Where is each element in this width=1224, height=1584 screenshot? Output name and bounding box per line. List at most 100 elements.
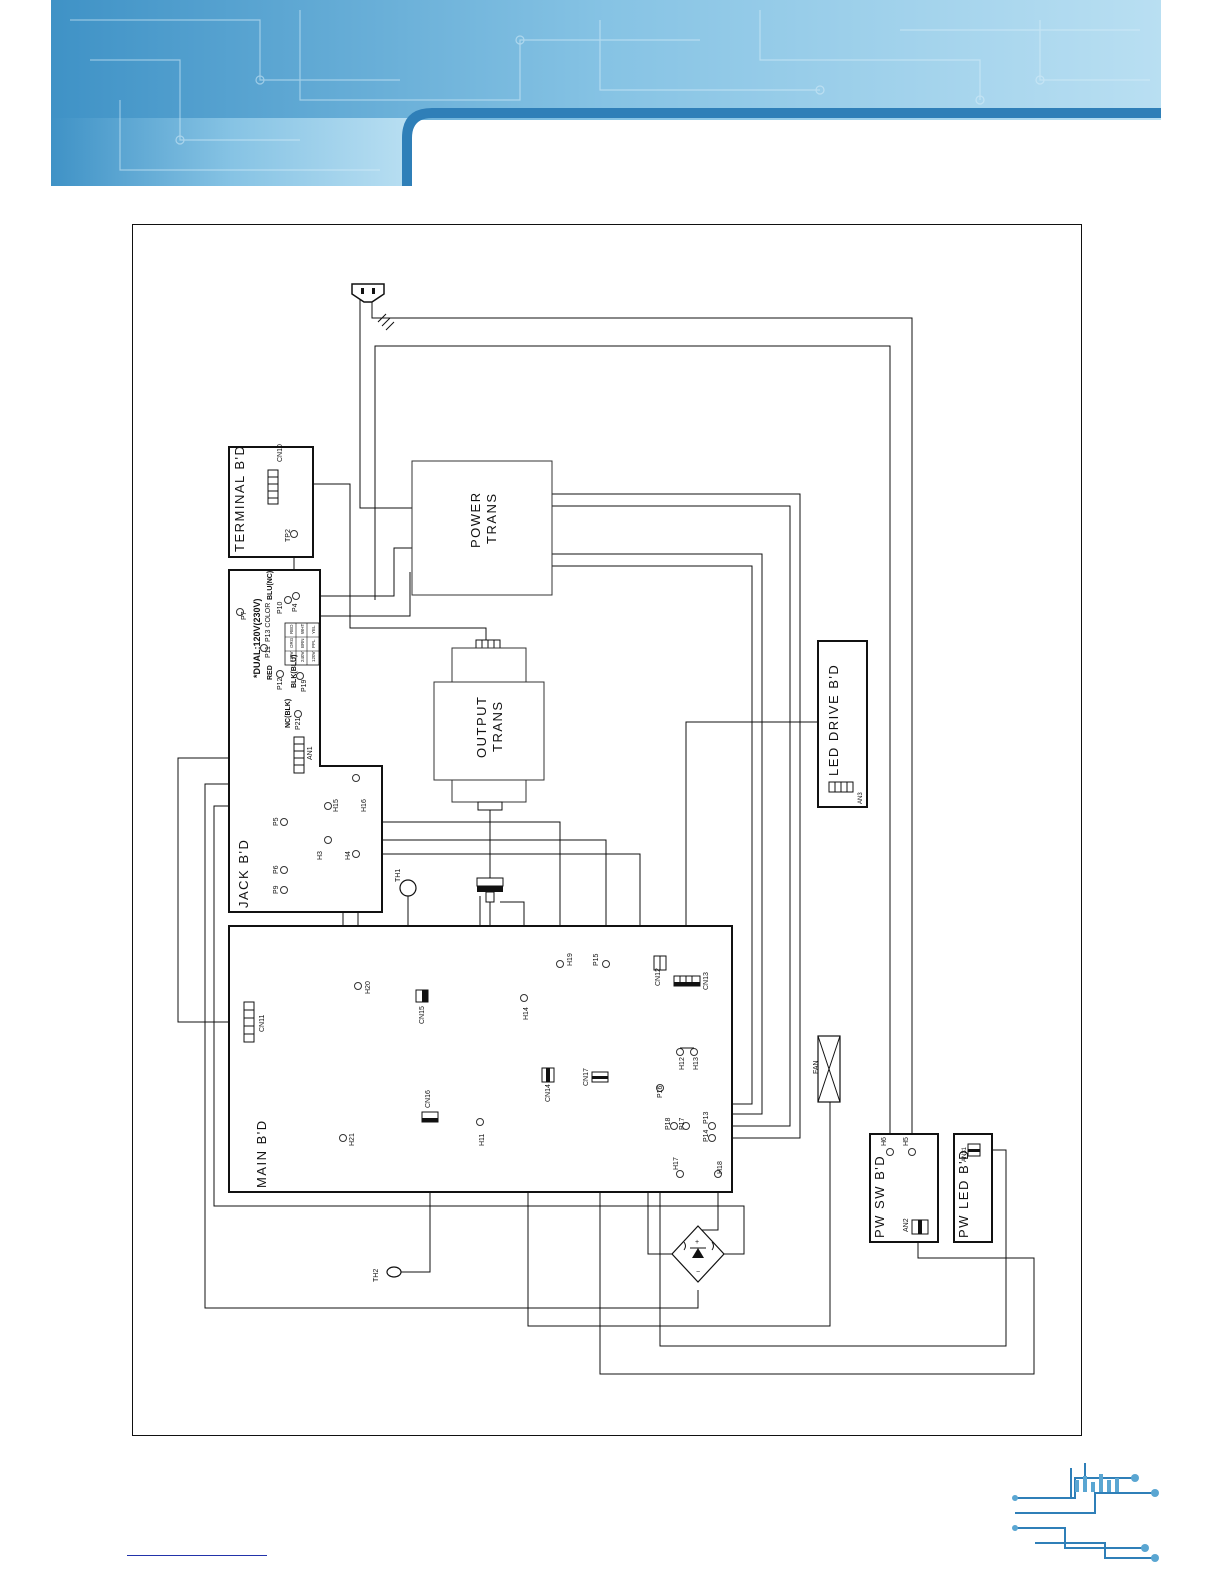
pin-h12 (676, 1048, 684, 1056)
pin-h16 (352, 774, 360, 782)
pin-h20 (354, 982, 362, 990)
h15-label: H15 (333, 799, 340, 812)
h12-label: H12 (679, 1057, 686, 1070)
p5-label: P5 (273, 817, 280, 826)
pin-p4 (292, 592, 300, 600)
fan-label: FAN (813, 1060, 820, 1074)
pin-h19 (556, 960, 564, 968)
th1-label: TH1 (395, 869, 402, 882)
pin-h13 (690, 1048, 698, 1056)
thermistor-th2 (386, 1266, 402, 1278)
main-board-label: MAIN B'D (254, 1119, 269, 1188)
an3-label: AN3 (858, 792, 864, 804)
h4-label: H4 (345, 851, 352, 860)
connector-cn15 (415, 989, 429, 1003)
p16-label: P16 (657, 1085, 664, 1098)
pw-led-board-label: PW LED B'D (956, 1149, 971, 1238)
pin-p19 (296, 672, 304, 680)
svg-text:+: + (695, 1239, 699, 1246)
an1-label: AN1 (307, 746, 314, 760)
pin-p10 (284, 596, 292, 604)
pin-h5 (908, 1148, 916, 1156)
pin-p14 (708, 1134, 716, 1142)
h13-label: H13 (693, 1057, 700, 1070)
header-banner (51, 0, 1161, 186)
terminal-board-label: TERMINAL B'D (232, 445, 247, 552)
pin-p17 (682, 1122, 690, 1130)
p11-label: P11 (265, 646, 272, 658)
p4-label: P4 (292, 603, 299, 612)
power-trans-label-2: TRANS (484, 492, 499, 544)
cn11-label: CN11 (259, 1015, 266, 1032)
an31-label: AN31 (962, 1146, 968, 1162)
fan-icon (817, 1035, 841, 1103)
svg-text:120V: 120V (311, 651, 316, 662)
pin-tp2 (290, 530, 298, 538)
p10-label: P10 (277, 601, 284, 614)
h11-label: H11 (479, 1134, 486, 1146)
cn17-label: CN17 (583, 1068, 590, 1086)
cn10-label: CN10 (277, 444, 284, 462)
connector-cn17 (591, 1071, 609, 1083)
svg-text:220V: 220V (289, 651, 294, 662)
pin-p13 (708, 1122, 716, 1130)
connector-cn14 (541, 1067, 555, 1083)
p9-label: P9 (273, 885, 280, 894)
svg-text:−: − (696, 1269, 700, 1276)
output-transformer (433, 639, 545, 811)
connector-an3 (828, 781, 854, 793)
pin-p16 (656, 1084, 664, 1092)
pin-p21 (294, 710, 302, 718)
pin-p15 (602, 960, 610, 968)
h16-label: H16 (361, 799, 368, 812)
h17-label: H17 (673, 1157, 680, 1170)
pin-h17 (676, 1170, 684, 1178)
blu-nc-note: BLU(NC) (267, 571, 274, 600)
p17-label: P17 (679, 1117, 686, 1130)
pin-h11 (476, 1118, 484, 1126)
connector-an31 (967, 1143, 981, 1157)
circuit-logo-icon (1012, 1463, 1159, 1562)
pin-h6 (886, 1148, 894, 1156)
power-plug-icon (351, 283, 395, 331)
pin-h15 (324, 802, 332, 810)
cn16-label: CN16 (425, 1090, 432, 1108)
p13-color-note: P13 COLOR (265, 603, 272, 642)
an2-label: AN2 (903, 1218, 910, 1232)
p6-label: P6 (273, 865, 280, 874)
pin-h18 (714, 1170, 722, 1178)
power-transformer (411, 460, 553, 596)
h19-label: H19 (567, 953, 574, 966)
p19-label: P19 (301, 679, 308, 692)
h18-label: H18 (717, 1161, 724, 1174)
pin-h14 (520, 994, 528, 1002)
pw-sw-board-label: PW SW B'D (872, 1155, 887, 1238)
p14-label: P14 (703, 1129, 710, 1142)
pin-h4 (352, 850, 360, 858)
bridge-rectifier-icon: + − (671, 1225, 725, 1283)
svg-text:BRN: BRN (300, 638, 305, 648)
output-trans-label: OUTPUT (474, 696, 489, 758)
jack-board-label: JACK B'D (236, 839, 251, 908)
h20-label: H20 (365, 981, 372, 994)
color-table: 220V ORG RED 240V BRN WHT 120V PPL YEL (284, 622, 320, 666)
dual-voltage-note: *DUAL:120V(230V) (252, 598, 262, 678)
pin-h3 (324, 836, 332, 844)
p21-label: P21 (295, 717, 302, 730)
pin-p11 (260, 644, 268, 652)
p7-label: P7 (241, 611, 248, 620)
tp2-label: TP2 (285, 529, 292, 542)
svg-text:WHT: WHT (300, 624, 305, 634)
svg-text:RED: RED (289, 624, 294, 634)
svg-text:240V: 240V (300, 651, 305, 662)
main-board (228, 925, 733, 1193)
jack-board (228, 569, 383, 913)
led-drive-board (817, 640, 868, 808)
p12-jack-label: P12 (277, 677, 284, 690)
pin-p12-jack (276, 670, 284, 678)
p13-label: P13 (703, 1111, 710, 1124)
connector-cn16 (421, 1111, 439, 1123)
h3-label: H3 (317, 851, 324, 860)
pin-p9 (280, 886, 288, 894)
